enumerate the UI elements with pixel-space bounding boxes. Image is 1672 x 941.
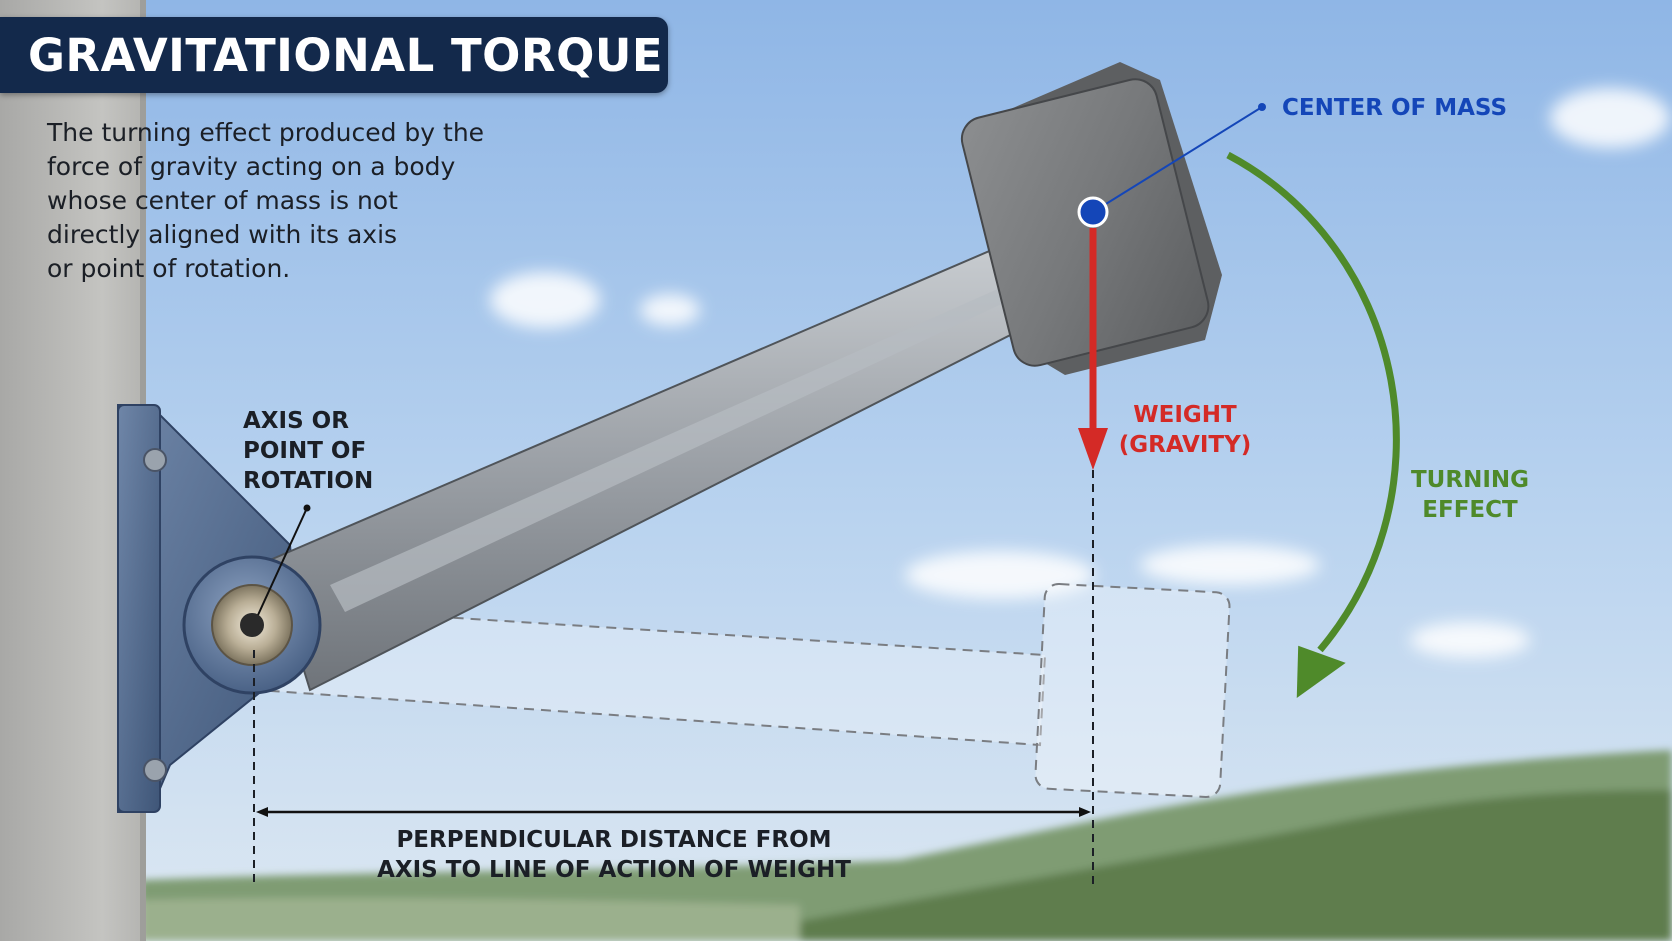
pivot-hub xyxy=(182,555,322,695)
center-of-mass-dot-icon xyxy=(1077,196,1109,228)
axis-label: AXIS OR POINT OF ROTATION xyxy=(243,406,373,496)
distant-hills xyxy=(140,750,1672,941)
center-of-mass-leader-line xyxy=(1092,106,1263,213)
center-of-mass-leader-dot xyxy=(1258,103,1266,111)
distance-label-line: PERPENDICULAR DISTANCE FROM xyxy=(396,827,832,853)
turning-effect-label-line: EFFECT xyxy=(1422,497,1518,523)
description-line: The turning effect produced by the xyxy=(47,118,485,147)
description-line: whose center of mass is not xyxy=(47,186,398,215)
axis-leader-line xyxy=(257,507,308,616)
center-of-mass-label: CENTER OF MASS xyxy=(1282,95,1508,121)
axis-label-line: ROTATION xyxy=(243,468,374,494)
title-banner: GRAVITATIONAL TORQUE xyxy=(0,17,668,93)
turning-effect-label: TURNING EFFECT xyxy=(1411,465,1529,525)
weight-label-line: WEIGHT xyxy=(1133,402,1237,428)
description-line: directly aligned with its axis xyxy=(47,220,398,249)
description-line: or point of rotation. xyxy=(47,254,291,283)
rotation-arrow-icon xyxy=(1226,151,1400,698)
turning-effect-label-line: TURNING xyxy=(1410,467,1530,493)
clouds xyxy=(490,88,1670,658)
axis-label-line: AXIS OR xyxy=(243,408,349,434)
gravity-arrow-icon xyxy=(1078,228,1108,470)
axis-leader-dot xyxy=(303,504,311,512)
weight-label-line: (GRAVITY) xyxy=(1118,432,1252,458)
distance-label-line: AXIS TO LINE OF ACTION OF WEIGHT xyxy=(377,857,851,883)
weight-label: WEIGHT (GRAVITY) xyxy=(1119,400,1252,460)
description-line: force of gravity acting on a body xyxy=(47,152,456,181)
distance-label: PERPENDICULAR DISTANCE FROM AXIS TO LINE… xyxy=(377,825,851,885)
rotated-position-ghost xyxy=(248,583,1231,799)
axis-label-line: POINT OF xyxy=(243,438,367,464)
diagram-title: GRAVITATIONAL TORQUE xyxy=(28,29,664,82)
